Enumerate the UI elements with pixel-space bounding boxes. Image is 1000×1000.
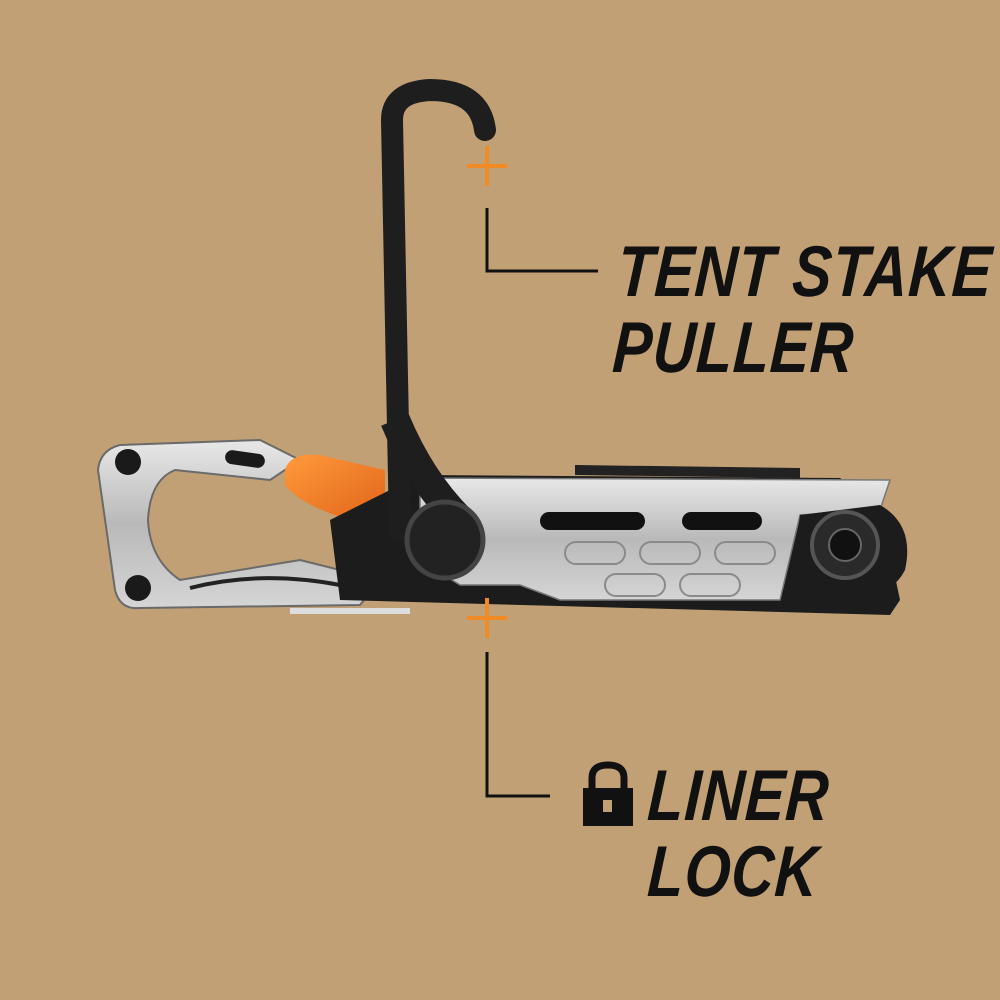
marker-cross-bottom: [467, 598, 507, 638]
leader-line-bottom: [485, 652, 550, 798]
callout-liner-lock-line1: LINER: [645, 756, 832, 836]
leader-line-top: [485, 208, 598, 273]
tool-body: [290, 465, 908, 615]
lock-icon: [583, 761, 633, 826]
marker-cross-top: [467, 146, 507, 186]
callout-tent-stake-line1: TENT STAKE: [615, 232, 995, 312]
callout-tent-stake-line2: PULLER: [610, 308, 857, 388]
carabiner: [96, 438, 382, 610]
pivot: [404, 499, 486, 581]
tent-stake-puller-hook: [380, 78, 496, 541]
callout-liner-lock-line2: LOCK: [645, 832, 821, 912]
orange-gate: [285, 454, 385, 520]
